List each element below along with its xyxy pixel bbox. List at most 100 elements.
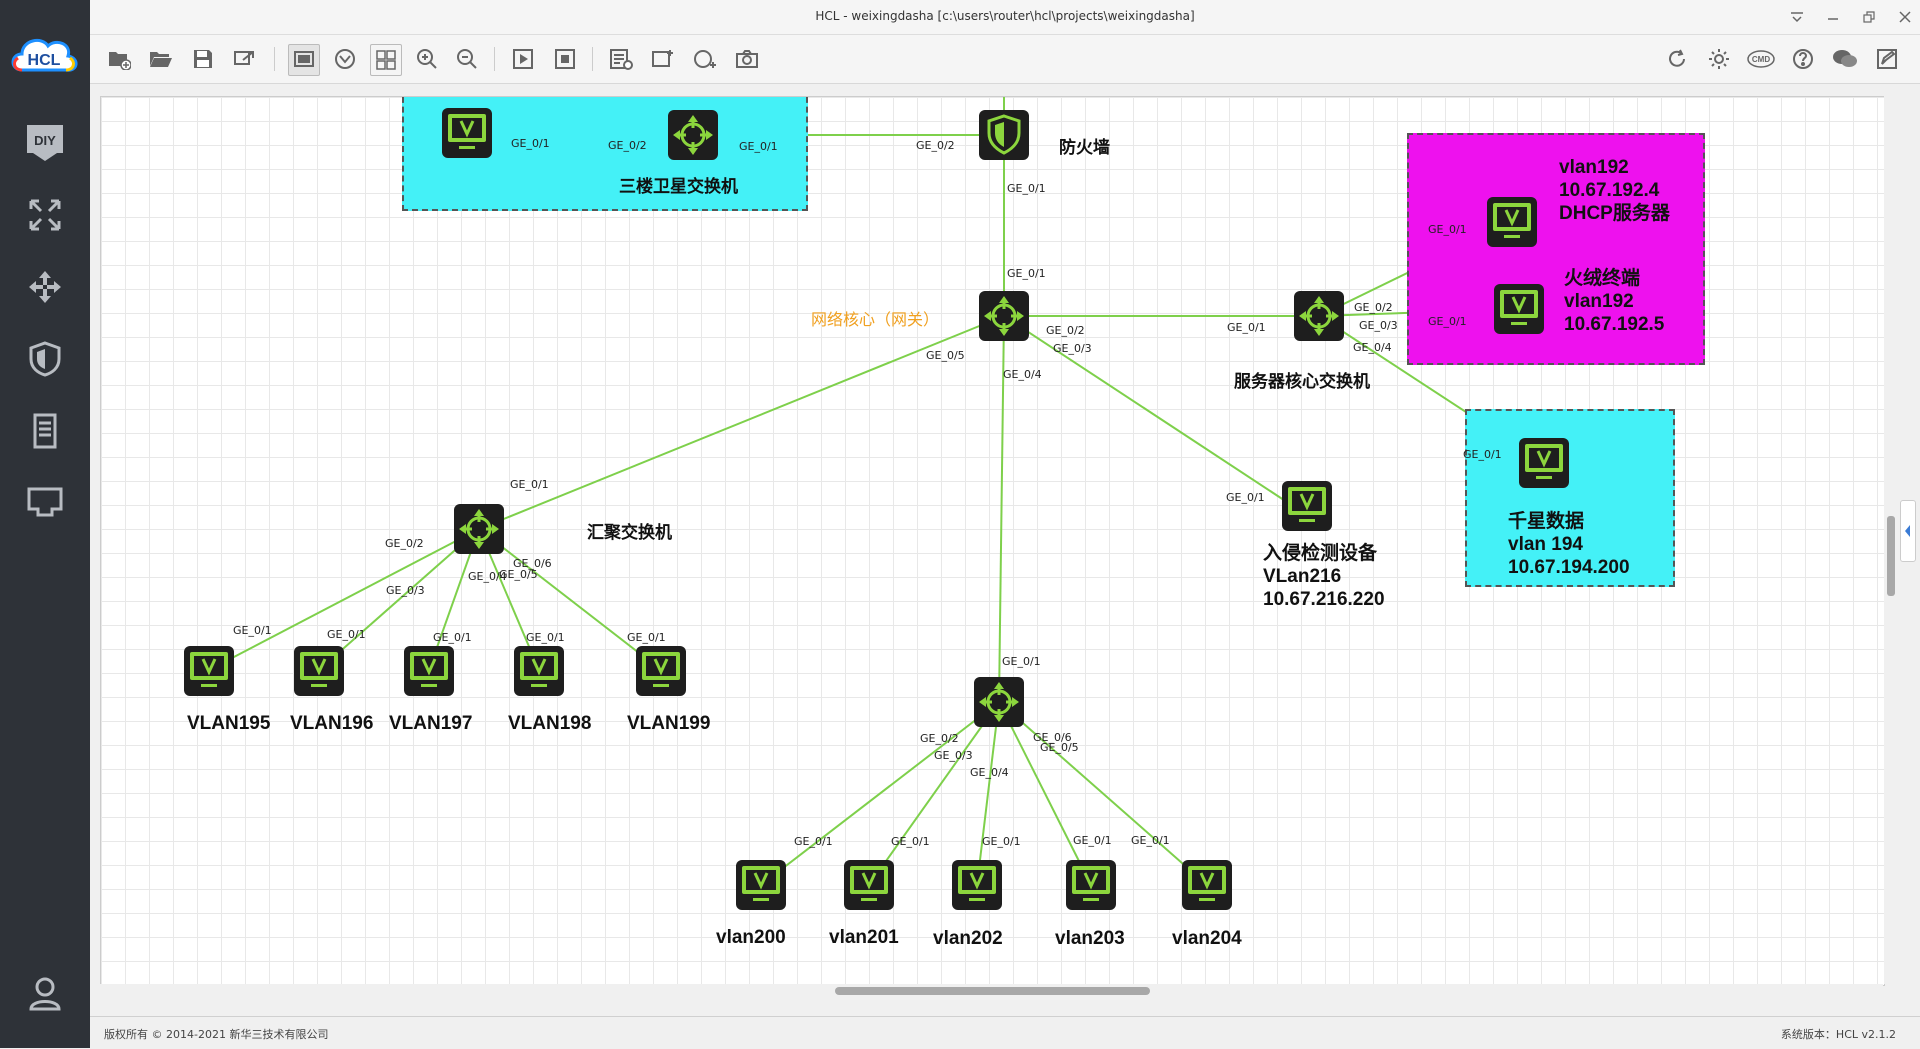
pc-vlan203[interactable] — [1065, 859, 1117, 911]
list-icon[interactable] — [606, 44, 636, 74]
port-label: GE_0/5 — [499, 568, 538, 581]
port-label: GE_0/1 — [1463, 448, 1502, 461]
label-firewall: 防火墙 — [1059, 138, 1110, 158]
port-label: GE_0/1 — [327, 628, 366, 641]
pc-vlan200[interactable] — [735, 859, 787, 911]
router-icon[interactable] — [22, 264, 68, 310]
vertical-scroll-thumb[interactable] — [1887, 516, 1895, 596]
area-qianxing[interactable] — [1465, 409, 1675, 587]
port-label: GE_0/3 — [934, 749, 973, 762]
ids-line1: 入侵检测设备 — [1263, 543, 1378, 564]
snapshot-icon[interactable] — [288, 44, 320, 76]
port-label: GE_0/1 — [1002, 655, 1041, 668]
version-text: 系统版本：HCL v2.1.2 — [1780, 1028, 1896, 1041]
pc-vlan204[interactable] — [1181, 859, 1233, 911]
horizontal-scrollbar[interactable] — [100, 984, 1883, 998]
topology-canvas[interactable]: 三楼卫星交换机 防火墙 网络核心（网关） 服务器核心交换机 汇聚交换机 vlan… — [100, 96, 1885, 986]
minimize-icon[interactable] — [1822, 7, 1844, 27]
switch-core[interactable] — [978, 290, 1030, 342]
port-label: GE_0/5 — [926, 349, 965, 362]
close-icon[interactable] — [1894, 7, 1916, 27]
pc-vlan195[interactable] — [183, 645, 235, 697]
port-label: GE_0/2 — [920, 732, 959, 745]
ids-line3: 10.67.216.220 — [1263, 589, 1385, 610]
menu-dropdown-icon[interactable] — [1786, 7, 1808, 27]
refresh-icon[interactable] — [1662, 44, 1692, 74]
cmd-icon[interactable]: CMD — [1746, 44, 1776, 74]
horizontal-scroll-thumb[interactable] — [835, 987, 1150, 995]
ids-line2: VLan216 — [1263, 566, 1342, 587]
pc-vlan196[interactable] — [293, 645, 345, 697]
port-label: GE_0/2 — [385, 537, 424, 550]
port-label: GE_0/4 — [970, 766, 1009, 779]
port-label: GE_0/4 — [468, 570, 507, 583]
save-icon[interactable] — [188, 44, 218, 74]
port-label: GE_0/1 — [891, 835, 930, 848]
port-label: GE_0/1 — [982, 835, 1021, 848]
switch-3f[interactable] — [667, 109, 719, 161]
user-icon[interactable] — [22, 970, 68, 1016]
label-vlan204: vlan204 — [1172, 928, 1242, 949]
port-label: GE_0/5 — [1040, 741, 1079, 754]
pc-vlan199[interactable] — [635, 645, 687, 697]
port-label: GE_0/1 — [233, 624, 272, 637]
pc-vlan198[interactable] — [513, 645, 565, 697]
vertical-scrollbar[interactable] — [1884, 96, 1898, 984]
firewall-device[interactable] — [978, 109, 1030, 161]
window-title: HCL - weixingdasha [c:\users\router\hcl\… — [815, 9, 1195, 23]
zoom-out-icon[interactable] — [452, 44, 482, 74]
label-vlan199: VLAN199 — [627, 713, 711, 734]
pc-qianxing[interactable] — [1518, 437, 1570, 489]
feedback-icon[interactable] — [1872, 44, 1902, 74]
add-link-icon[interactable] — [690, 44, 720, 74]
zoom-in-icon[interactable] — [412, 44, 442, 74]
label-vlan196: VLAN196 — [290, 713, 374, 734]
port-label: GE_0/6 — [513, 557, 552, 570]
port-label: GE_0/2 — [916, 139, 955, 152]
dhcp-line1: vlan192 — [1559, 157, 1629, 178]
wechat-icon[interactable] — [1830, 44, 1860, 74]
pc-3f[interactable] — [441, 107, 493, 159]
logo-text: HCL — [28, 52, 61, 69]
start-icon[interactable] — [508, 44, 538, 74]
camera-icon[interactable] — [732, 44, 762, 74]
port-label: GE_0/1 — [1428, 223, 1467, 236]
pc-vlan202[interactable] — [951, 859, 1003, 911]
port-icon[interactable] — [22, 480, 68, 526]
help-icon[interactable] — [1788, 44, 1818, 74]
server-icon[interactable] — [22, 408, 68, 454]
port-label: GE_0/1 — [1226, 491, 1265, 504]
export-icon[interactable] — [230, 44, 260, 74]
firewall-icon[interactable] — [22, 336, 68, 382]
label-vlan202: vlan202 — [933, 928, 1003, 949]
add-device-icon[interactable] — [648, 44, 678, 74]
qianxing-line1: 千星数据 — [1508, 511, 1585, 532]
area-dhcp[interactable] — [1407, 133, 1705, 365]
open-folder-icon[interactable] — [146, 44, 176, 74]
gear-icon[interactable] — [1704, 44, 1734, 74]
dhcp-line2: 10.67.192.4 — [1559, 180, 1660, 201]
panel-toggle[interactable] — [1900, 500, 1916, 562]
restore-icon[interactable] — [1858, 7, 1880, 27]
pc-vlan197[interactable] — [403, 645, 455, 697]
topology-icon[interactable] — [22, 192, 68, 238]
pc-ids[interactable] — [1281, 480, 1333, 532]
label-vlan201: vlan201 — [829, 927, 899, 948]
label-huiju: 汇聚交换机 — [587, 523, 672, 543]
grid-icon[interactable] — [370, 44, 402, 76]
pc-vlan201[interactable] — [843, 859, 895, 911]
label-server-core: 服务器核心交换机 — [1234, 372, 1370, 392]
pc-huorong[interactable] — [1493, 283, 1545, 335]
new-project-icon[interactable] — [104, 44, 134, 74]
stop-icon[interactable] — [550, 44, 580, 74]
diy-label: DIY — [34, 133, 56, 148]
port-label: GE_0/1 — [1131, 834, 1170, 847]
pc-dhcp-server[interactable] — [1486, 196, 1538, 248]
switch-bottom[interactable] — [973, 676, 1025, 728]
switch-huiju[interactable] — [453, 503, 505, 555]
virtual-icon[interactable] — [330, 44, 360, 74]
port-label: GE_0/1 — [739, 140, 778, 153]
port-label: GE_0/3 — [1053, 342, 1092, 355]
switch-server-core[interactable] — [1293, 290, 1345, 342]
diy-icon[interactable]: DIY — [22, 120, 68, 166]
